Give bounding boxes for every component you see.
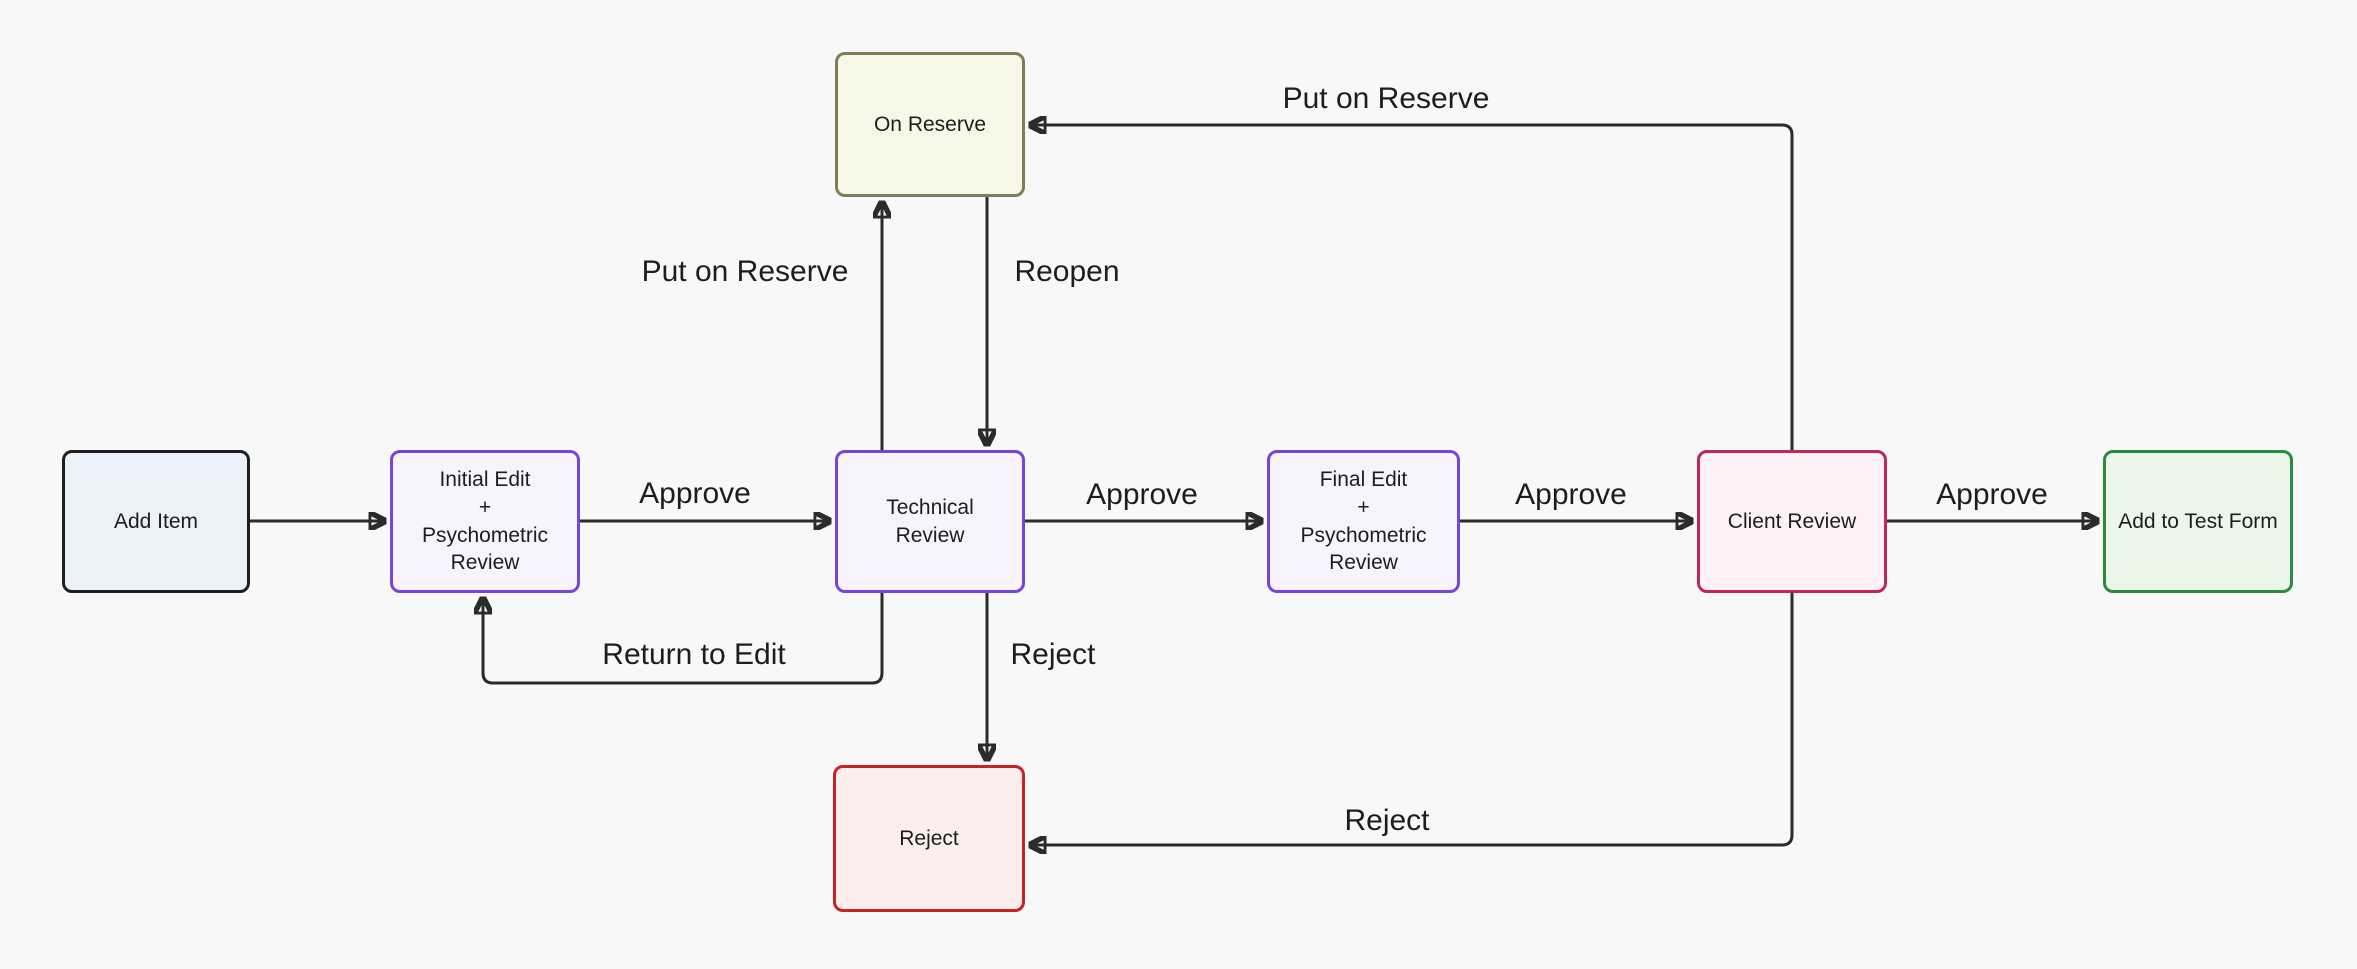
edge-label-approve-4: Approve [1936, 478, 2048, 511]
node-client-review: Client Review [1697, 450, 1887, 593]
edge-label-approve-1: Approve [639, 477, 751, 510]
edge-label-reject-mid: Reject [1010, 638, 1096, 671]
edge-label-approve-3: Approve [1515, 478, 1627, 511]
node-on-reserve-label: On Reserve [873, 112, 987, 136]
edge-label-reopen: Reopen [1014, 255, 1120, 288]
node-add-to-test-form: Add to Test Form [2103, 450, 2293, 593]
node-final-edit-psychometric-review: Final Edit + Psychometric Review [1267, 450, 1460, 593]
node-initial-edit-psychometric-review: Initial Edit + Psychometric Review [390, 450, 580, 593]
node-technical-review-label: Technical Review [886, 495, 974, 547]
node-add-item: Add Item [62, 450, 250, 593]
node-add-item-label: Add Item [113, 509, 199, 533]
edge-client-to-onreserve [1031, 125, 1794, 450]
node-initial-edit-label: Initial Edit + Psychometric Review [421, 467, 549, 575]
edge-label-reject-bottom: Reject [1344, 804, 1430, 837]
node-reject-label: Reject [899, 826, 959, 850]
node-add-to-test-form-label: Add to Test Form [2118, 509, 2278, 533]
edge-label-put-on-reserve-top: Put on Reserve [1282, 82, 1490, 115]
node-final-edit-label: Final Edit + Psychometric Review [1300, 467, 1427, 575]
node-on-reserve: On Reserve [835, 52, 1025, 197]
edge-label-return-to-edit: Return to Edit [602, 638, 786, 671]
edge-label-put-on-reserve-mid: Put on Reserve [641, 255, 849, 288]
edge-label-approve-2: Approve [1086, 478, 1198, 511]
node-reject: Reject [833, 765, 1025, 912]
edge-client-to-reject [1031, 593, 1794, 845]
node-technical-review: Technical Review [835, 450, 1025, 593]
node-client-review-label: Client Review [1727, 509, 1857, 533]
edge-technical-to-initialedit [483, 593, 884, 685]
